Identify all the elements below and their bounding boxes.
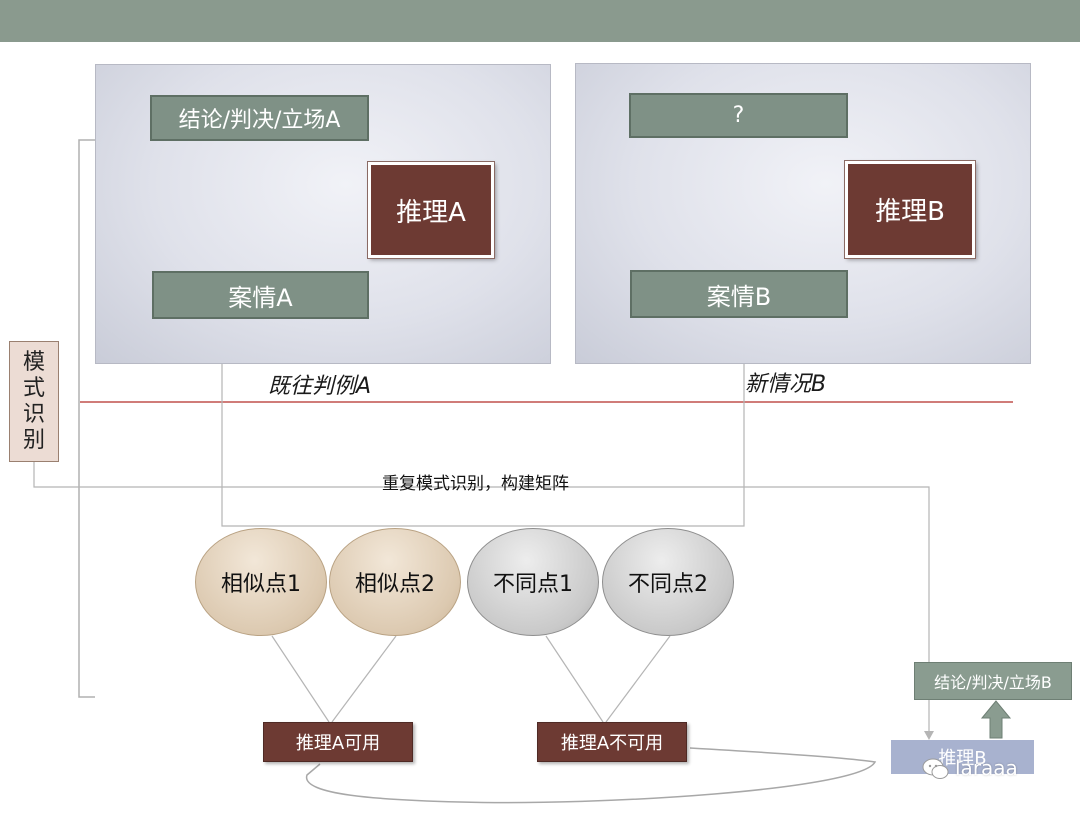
new-facts-box: 案情B: [630, 270, 848, 318]
new-facts-text: 案情B: [706, 282, 772, 311]
final-reasoning-text: 推理B: [938, 748, 987, 769]
new-reasoning-text: 推理B: [875, 197, 945, 227]
difference-point-2-text: 不同点2: [628, 572, 708, 597]
different-line-2: [605, 635, 671, 723]
wechat-icon: [922, 758, 949, 779]
precedent-conclusion-box: 结论/判决/立场A: [150, 95, 369, 141]
precedent-conclusion-text: 结论/判决/立场A: [178, 108, 341, 133]
pattern-recognition-label: 模 式 识 别: [9, 341, 59, 462]
similarity-point-1: 相似点1: [195, 528, 327, 636]
loop-curve: [306, 747, 877, 804]
pattern-char-3: 识: [23, 401, 46, 427]
matrix-label: 重复模式识别，构建矩阵: [382, 474, 569, 494]
new-conclusion-box: ?: [629, 93, 848, 138]
difference-point-2: 不同点2: [602, 528, 734, 636]
new-situation-caption: 新情况B: [745, 372, 827, 397]
similar-line-1: [271, 635, 330, 723]
top-bar: [0, 0, 1080, 42]
difference-point-1: 不同点1: [467, 528, 599, 636]
precedent-reasoning-box: 推理A: [367, 161, 495, 259]
new-conclusion-text: ?: [732, 103, 745, 128]
new-reasoning-box: 推理B: [844, 160, 976, 259]
watermark-text: laraaa: [955, 756, 1018, 780]
reasoning-usable-text: 推理A可用: [295, 733, 381, 754]
similarity-point-2-text: 相似点2: [355, 572, 435, 597]
different-line-1: [545, 635, 604, 723]
similarity-point-1-text: 相似点1: [221, 572, 301, 597]
pattern-char-2: 式: [23, 375, 46, 401]
pattern-path-arrowhead: [924, 731, 934, 740]
similar-line-2: [331, 635, 397, 723]
pattern-path: [33, 462, 930, 733]
similarity-point-2: 相似点2: [329, 528, 461, 636]
pattern-char-4: 别: [23, 427, 46, 453]
precedent-caption: 既往判例A: [268, 374, 372, 399]
precedent-facts-text: 案情A: [228, 283, 293, 312]
reasoning-unusable-text: 推理A不可用: [560, 733, 664, 754]
final-conclusion-box: 结论/判决/立场B: [914, 662, 1072, 700]
precedent-facts-box: 案情A: [152, 271, 369, 319]
reasoning-unusable-box: 推理A不可用: [537, 722, 687, 762]
reasoning-usable-box: 推理A可用: [263, 722, 413, 762]
final-reasoning-box: 推理B: [891, 740, 1034, 774]
matrix-connector: [221, 318, 745, 527]
difference-point-1-text: 不同点1: [493, 572, 573, 597]
pattern-char-1: 模: [23, 349, 46, 375]
final-conclusion-text: 结论/判决/立场B: [934, 673, 1052, 692]
precedent-reasoning-text: 推理A: [396, 197, 466, 228]
up-arrow-icon: [980, 700, 1012, 739]
left-bracket: [78, 139, 95, 698]
